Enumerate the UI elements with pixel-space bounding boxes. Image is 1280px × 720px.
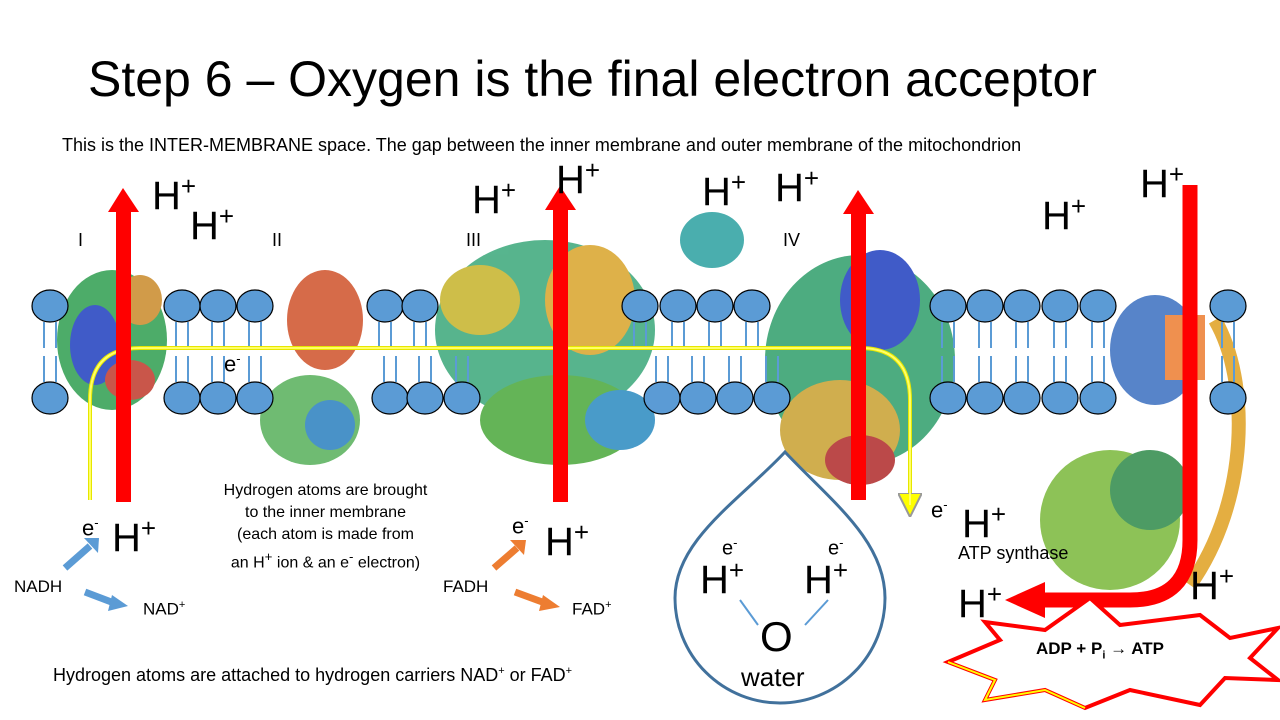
proton-label: H+ [804,555,849,602]
phospholipid-head [696,289,734,323]
electron-label: e- [82,515,99,541]
proton-label: H+ [1042,191,1087,238]
complex-label-iv: IV [783,230,801,250]
proton-label: H+ [775,163,820,210]
atp-synthase-label: ATP synthase [958,543,1069,563]
phospholipid-head [1209,381,1247,415]
fadh-label: FADH [443,577,489,596]
phospholipid-head [659,289,697,323]
phospholipid-head [929,289,967,323]
proton-label: H+ [702,167,747,214]
phospholipid-head [31,289,69,323]
phospholipid-head [371,381,409,415]
proton-label: H+ [556,155,601,202]
phospholipid-head [236,381,274,415]
note-line: Hydrogen atoms are brought [223,482,428,499]
protein-complex-i [57,270,167,410]
slide-title: Step 6 – Oxygen is the final electron ac… [88,51,1097,107]
proton-label: H+ [958,579,1003,626]
fadh-to-e-arrow [491,540,526,571]
electron-label: e- [224,351,241,377]
electron-label: e- [722,535,738,560]
phospholipid-head [31,381,69,415]
phospholipid-head [1003,289,1041,323]
phospholipid-bilayer [31,289,1247,415]
proton-label: H+ [190,201,235,248]
proton-label: H+ [112,513,157,560]
phospholipid-head [443,381,481,415]
phospholipid-head [199,289,237,323]
phospholipid-head [236,289,274,323]
phospholipid-head [679,381,717,415]
protein-complex-ii [260,270,363,465]
protein-complex-iii [435,240,655,465]
proton-label: H+ [700,555,745,602]
proton-label: H+ [472,175,517,222]
phospholipid-head [1079,289,1117,323]
carriers-note: Hydrogen atoms are attached to hydrogen … [53,665,573,685]
phospholipid-head [401,289,439,323]
complex-label-ii: II [272,230,283,250]
proton-label: H+ [1190,561,1235,608]
proton-label: H+ [1140,159,1185,206]
nadh-label: NADH [14,577,63,596]
phospholipid-head [1041,381,1079,415]
phospholipid-head [643,381,681,415]
fadh-to-fad-arrow [513,588,560,611]
phospholipid-head [929,381,967,415]
phospholipid-head [733,289,771,323]
nadh-to-e-arrow [62,538,99,571]
phospholipid-head [366,289,404,323]
water-drop [673,449,887,705]
fad-label: FAD+ [572,599,612,619]
subtitle: This is the INTER-MEMBRANE space. The ga… [62,135,1022,155]
phospholipid-head [966,289,1004,323]
phospholipid-head [1003,381,1041,415]
phospholipid-head [621,289,659,323]
phospholipid-head [199,381,237,415]
phospholipid-head [1209,289,1247,323]
proton-label: H+ [962,499,1007,546]
hydrogen-atoms-note: Hydrogen atoms are brought to the inner … [198,480,453,574]
electron-label: e- [931,497,948,523]
atp-reaction: ADP + Pi → ATP [1036,639,1164,662]
complex-label-iii: III [466,230,482,250]
note-line: (each atom is made from [237,526,414,543]
proton-label: H+ [545,517,590,564]
phospholipid-head [406,381,444,415]
phospholipid-head [1041,289,1079,323]
phospholipid-head [716,381,754,415]
proton-arrow-iv [843,190,874,500]
proton-arrow-i [108,188,139,502]
complex-label-i: I [78,230,84,250]
phospholipid-head [163,289,201,323]
phospholipid-head [966,381,1004,415]
electron-label: e- [512,513,529,539]
note-line: an H+ ion & an e- electron) [230,549,421,572]
nad-label: NAD+ [143,599,186,619]
atp-synthase-proton-arrow [1040,185,1198,608]
oxygen-label: O [760,613,793,660]
water-label: water [741,662,805,692]
note-line: to the inner membrane [245,504,406,521]
protein-small [680,212,744,268]
proton-arrow-iii [545,186,576,502]
protein-atp-synthase [1040,295,1246,590]
phospholipid-head [753,381,791,415]
phospholipid-head [163,381,201,415]
nadh-to-nad-arrow [83,588,128,611]
phospholipid-head [1079,381,1117,415]
proton-label: H+ [152,171,197,218]
electron-label: e- [828,535,844,560]
